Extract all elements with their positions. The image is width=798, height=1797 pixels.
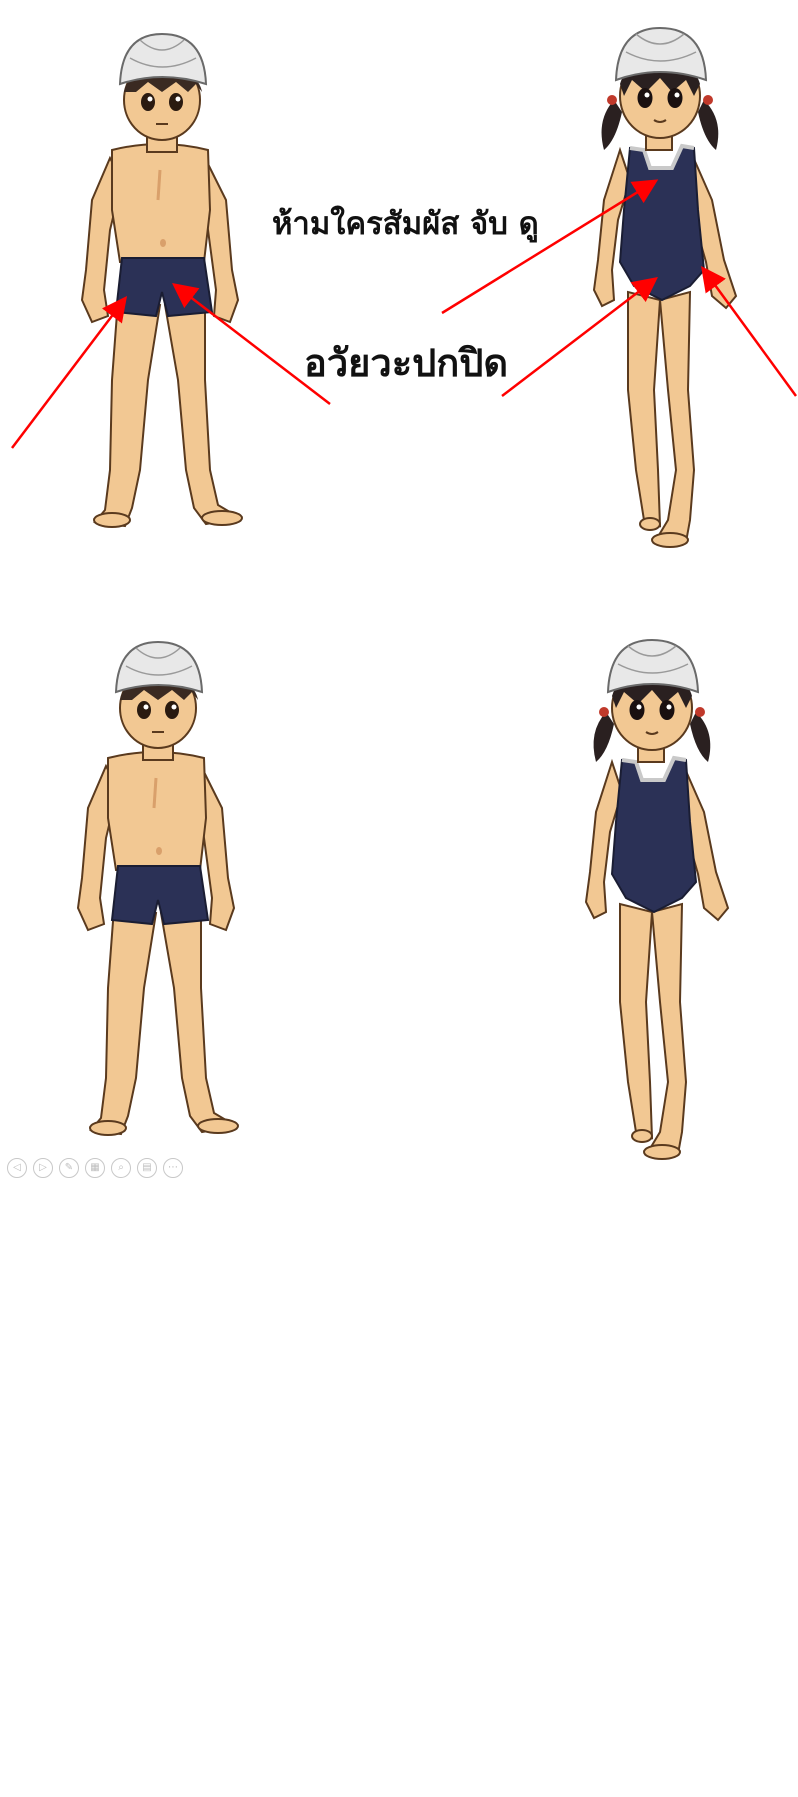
slideshow-controls: ◁ ▷ ✎ ▦ ⌕ ▤ ⋯ — [7, 1158, 183, 1178]
all-slides-button[interactable]: ▦ — [85, 1158, 105, 1178]
arrow-girl-chest — [441, 179, 659, 315]
arrow-boy-left — [11, 296, 128, 449]
caption-private-parts: อวัยวะปกปิด — [304, 340, 509, 385]
arrow-girl-lower — [501, 276, 658, 397]
caption-no-touching: ห้ามใครสัมผัส จับ ดู — [272, 206, 539, 242]
arrow-overlay — [11, 179, 798, 449]
previous-slide-button[interactable]: ◁ — [7, 1158, 27, 1178]
arrow-boy-right — [172, 282, 331, 405]
more-options-button[interactable]: ⋯ — [163, 1158, 183, 1178]
subtitles-button[interactable]: ▤ — [137, 1158, 157, 1178]
next-slide-button[interactable]: ▷ — [33, 1158, 53, 1178]
pen-tool-button[interactable]: ✎ — [59, 1158, 79, 1178]
arrow-girl-right — [701, 265, 798, 397]
zoom-button[interactable]: ⌕ — [111, 1158, 131, 1178]
